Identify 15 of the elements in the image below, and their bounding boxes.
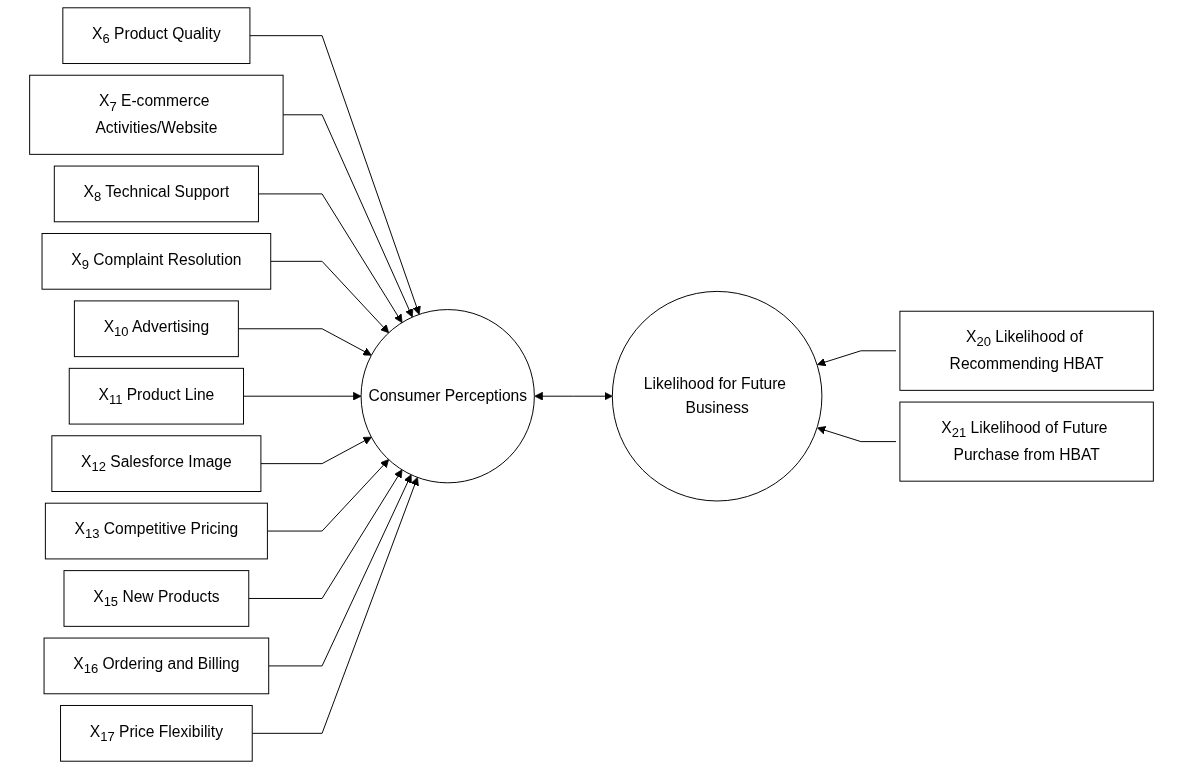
node-box: X$_{9}$ Complaint Resolution — [41, 233, 272, 290]
node-box: X$_{12}$ Salesforce Image — [51, 435, 262, 492]
node-circle: Likelihood for Future Business — [611, 290, 823, 502]
node-box: X$_{20}$ Likelihood of Recommending HBAT — [899, 310, 1154, 391]
node-box: X$_{8}$ Technical Support — [53, 165, 259, 223]
node-box: X$_{10}$ Advertising — [73, 300, 239, 358]
node-box: X$_{6}$ Product Quality — [62, 7, 251, 64]
node-circle: Consumer Perceptions — [360, 309, 535, 484]
node-box: X$_{16}$ Ordering and Billing — [43, 637, 270, 695]
node-box: X$_{15}$ New Products — [63, 570, 250, 627]
node-box: X$_{7}$ E-commerce Activities/Website — [29, 74, 284, 155]
node-box: X$_{17}$ Price Flexibility — [60, 705, 253, 762]
node-box: X$_{13}$ Competitive Pricing — [44, 502, 268, 560]
node-box: X$_{21}$ Likelihood of Future Purchase from HBAT — [899, 401, 1154, 482]
node-box: X$_{11}$ Product Line — [68, 367, 244, 425]
